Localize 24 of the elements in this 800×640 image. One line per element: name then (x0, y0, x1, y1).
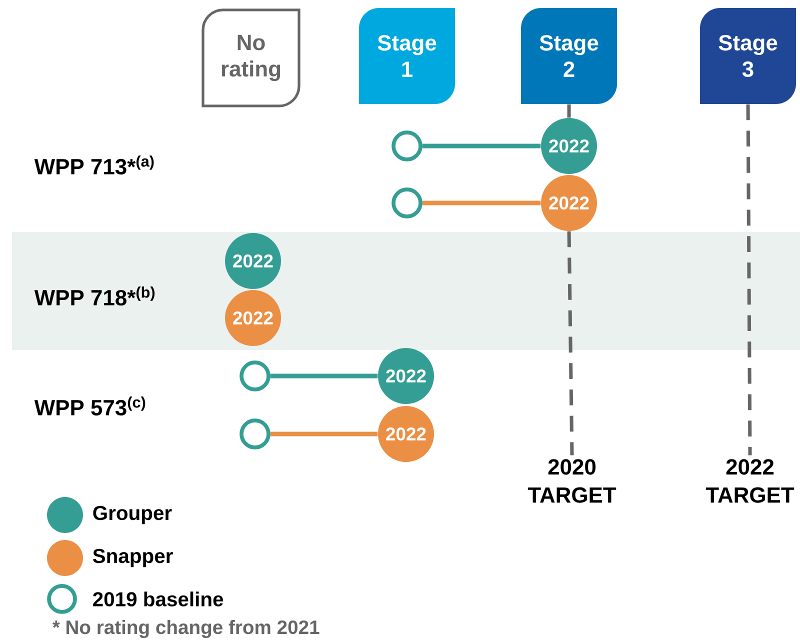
stage-tab: Stage 2 (521, 8, 617, 104)
target-label: 2022 TARGET (706, 459, 794, 503)
rating-tab: No rating (202, 8, 300, 108)
baseline-ring (392, 130, 422, 162)
row-label: WPP 713*$^{(a)}$ (34, 155, 154, 174)
dashed-line (567, 231, 574, 456)
dashed-line (746, 104, 752, 456)
baseline-ring (240, 360, 270, 392)
baseline-ring (240, 418, 270, 450)
row-label: WPP 718*$^{(b)}$ (34, 286, 155, 306)
legend-label: Snapper (92, 548, 173, 568)
legend-label: Grouper (93, 506, 172, 524)
row-label: WPP 573$^{(c)}$ (34, 396, 146, 416)
baseline-ring (392, 188, 422, 218)
connector-line (270, 374, 378, 378)
stage-tab: Stage 1 (359, 8, 455, 104)
dashed-line (567, 104, 571, 118)
connector-line (422, 200, 541, 206)
stage-tab: Stage 3 (700, 8, 796, 104)
connector-line (422, 144, 541, 148)
target-label: 2020 TARGET (528, 459, 616, 503)
legend-label: 2019 baseline (93, 592, 224, 606)
footnote: * No rating change from 2021 (52, 620, 320, 638)
connector-line (270, 432, 378, 436)
